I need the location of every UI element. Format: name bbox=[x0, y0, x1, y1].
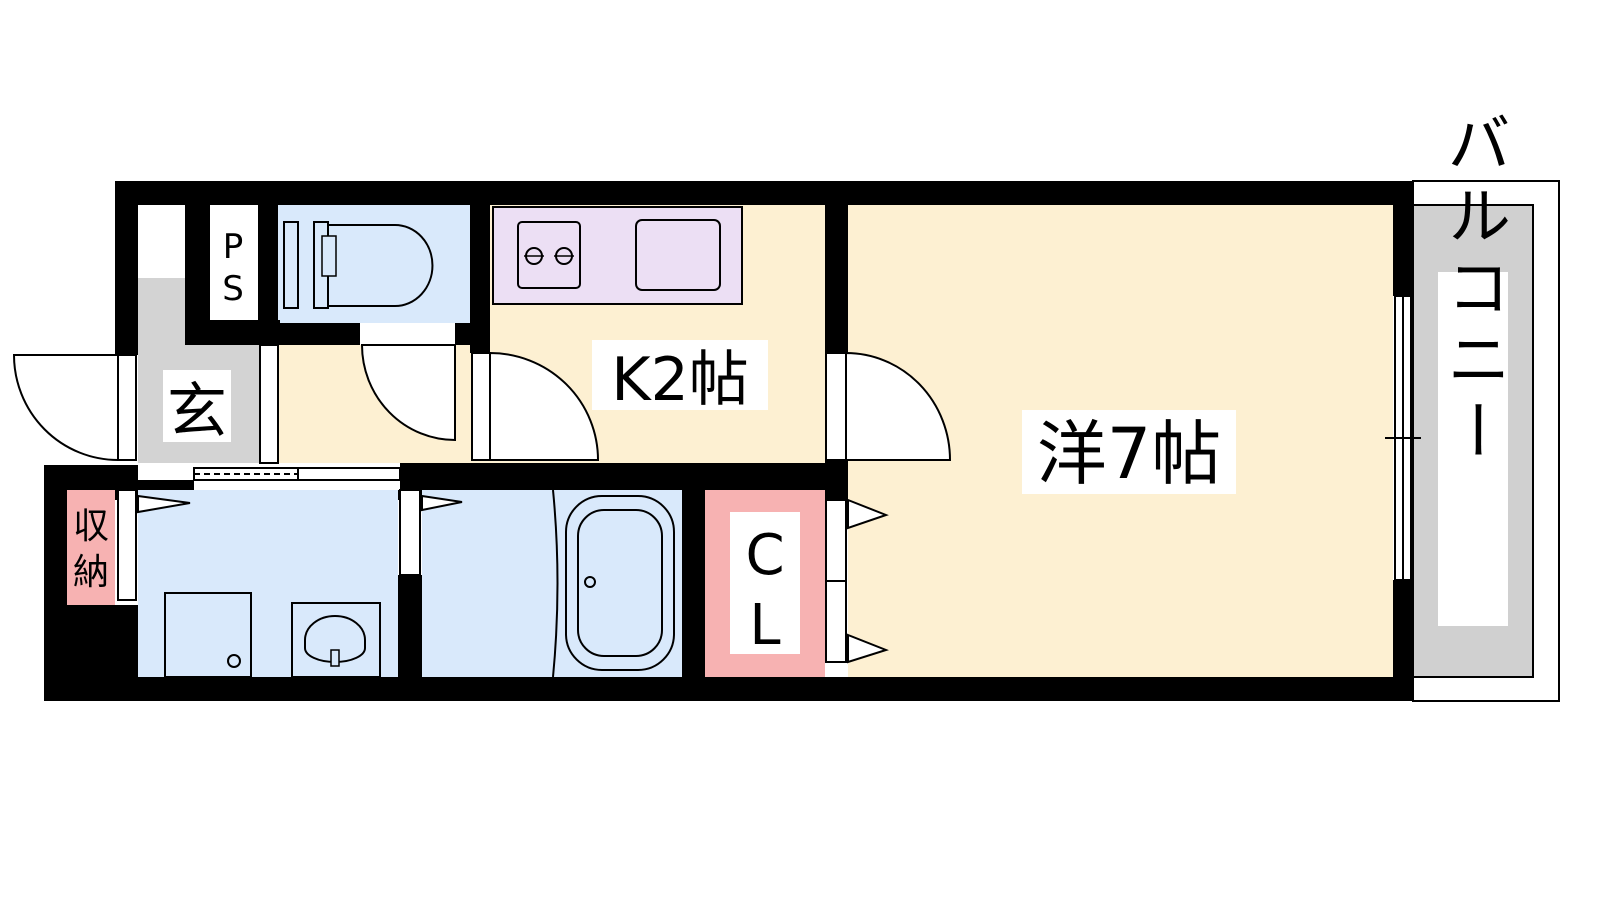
closet-label-l: L bbox=[749, 593, 780, 658]
walls bbox=[44, 181, 1413, 701]
western-room-door-swing bbox=[845, 351, 952, 461]
bathtub-icon bbox=[552, 489, 675, 678]
entrance-door-swing bbox=[12, 354, 119, 462]
balcony-label: バルコニー bbox=[1436, 110, 1510, 470]
toilet-icon bbox=[283, 221, 434, 309]
entrance-label: 玄 bbox=[167, 377, 227, 447]
pipe-space-floor bbox=[210, 205, 258, 320]
bathroom-floor bbox=[422, 490, 682, 677]
floors bbox=[67, 180, 1560, 702]
labels: 洋7帖 K2帖 玄 C L 収 納 P S バルコニー bbox=[69, 110, 1510, 658]
kitchen-door-swing bbox=[489, 351, 600, 461]
kitchen-counter bbox=[492, 206, 743, 305]
closet-label-c: C bbox=[745, 523, 784, 588]
doors bbox=[12, 295, 1421, 664]
sink-icon bbox=[635, 219, 721, 291]
stove-icon bbox=[517, 221, 581, 289]
storage-label-2: 納 bbox=[73, 552, 109, 593]
toilet-door-swing bbox=[360, 344, 456, 442]
washroom-floor bbox=[138, 490, 398, 677]
pipe-space-label-p: P bbox=[223, 227, 244, 267]
western-room-label: 洋7帖 bbox=[1037, 413, 1222, 495]
kitchen-label: K2帖 bbox=[611, 345, 749, 415]
pipe-space-label-s: S bbox=[222, 269, 244, 309]
entrance-door-frame bbox=[117, 354, 137, 461]
storage-label-1: 収 bbox=[73, 506, 109, 547]
